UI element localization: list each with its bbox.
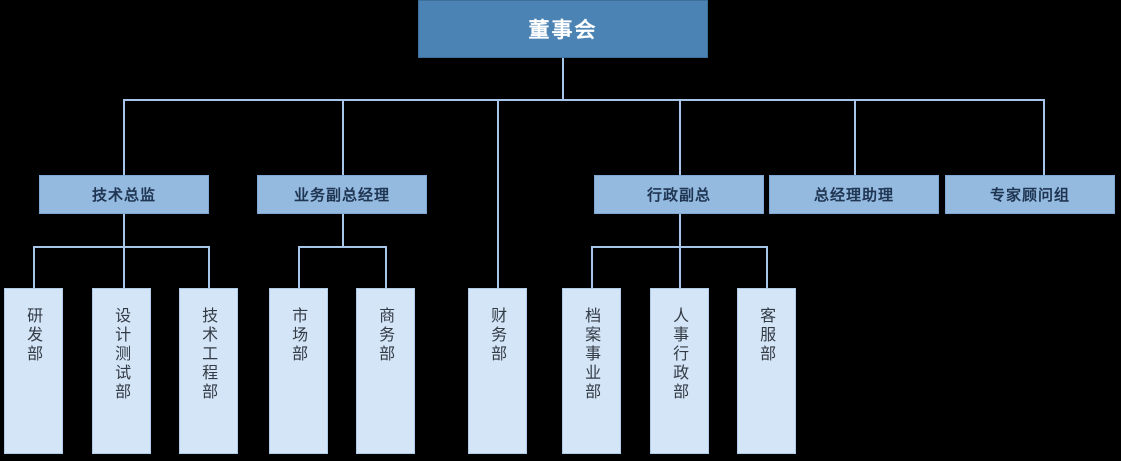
- connector-admin-bus-to-service-dept: [766, 246, 768, 288]
- node-board-of-directors[interactable]: 董事会: [418, 0, 708, 58]
- node-label: 市场部: [289, 307, 309, 364]
- connector-bus-to-business-vp: [342, 99, 344, 175]
- connector-tech-bus-to-rd-dept: [33, 246, 35, 288]
- connector-business-bus-to-commerce-dept: [385, 246, 387, 288]
- node-tech-director[interactable]: 技术总监: [39, 175, 209, 214]
- node-expert-group[interactable]: 专家顾问组: [945, 175, 1115, 214]
- node-label: 设计测试部: [112, 307, 132, 402]
- node-label: 技术总监: [91, 186, 156, 204]
- connector-bus-to-admin-vp: [679, 99, 681, 175]
- node-market-dept[interactable]: 市场部: [269, 288, 328, 454]
- node-admin-vp[interactable]: 行政副总: [594, 175, 764, 214]
- connector-admin-bus-to-archive-dept: [591, 246, 593, 288]
- node-archive-business-dept[interactable]: 档案事业部: [562, 288, 621, 454]
- node-hr-admin-dept[interactable]: 人事行政部: [650, 288, 709, 454]
- connector-admin-bus-to-hr-dept: [679, 246, 681, 288]
- node-finance-dept[interactable]: 财务部: [468, 288, 527, 454]
- node-label: 人事行政部: [670, 307, 690, 402]
- node-label: 业务副总经理: [293, 186, 390, 204]
- connector-business-vp-drop: [342, 214, 344, 247]
- node-label: 行政副总: [646, 186, 711, 204]
- node-label: 总经理助理: [813, 186, 894, 204]
- node-label: 档案事业部: [582, 307, 602, 402]
- node-label: 财务部: [488, 307, 508, 364]
- node-label: 董事会: [528, 18, 598, 42]
- connector-tech-director-drop: [123, 214, 125, 247]
- node-design-test-dept[interactable]: 设计测试部: [92, 288, 151, 454]
- node-label: 客服部: [757, 307, 777, 364]
- connector-bus-to-gm-assistant: [854, 99, 856, 175]
- connector-business-bus-to-market-dept: [298, 246, 300, 288]
- node-rd-dept[interactable]: 研发部: [4, 288, 63, 454]
- node-label: 研发部: [24, 307, 44, 364]
- connector-bus-to-finance-dept: [497, 99, 499, 288]
- connector-tech-bus-to-eng-dept: [208, 246, 210, 288]
- connector-tech-bus-to-design-test-dept: [123, 246, 125, 288]
- node-tech-engineering-dept[interactable]: 技术工程部: [179, 288, 238, 454]
- node-customer-service-dept[interactable]: 客服部: [737, 288, 796, 454]
- node-commerce-dept[interactable]: 商务部: [356, 288, 415, 454]
- node-label: 专家顾问组: [989, 186, 1070, 204]
- connector-top-bus: [123, 99, 1044, 101]
- connector-bus-to-tech-director: [123, 99, 125, 175]
- node-label: 商务部: [376, 307, 396, 364]
- node-business-vp[interactable]: 业务副总经理: [257, 175, 427, 214]
- connector-bus-to-expert-group: [1043, 99, 1045, 175]
- connector-tech-director-bus: [33, 246, 210, 248]
- node-label: 技术工程部: [199, 307, 219, 402]
- connector-root-drop: [562, 58, 564, 100]
- connector-admin-vp-drop: [679, 214, 681, 247]
- node-gm-assistant[interactable]: 总经理助理: [769, 175, 939, 214]
- connector-business-vp-bus: [298, 246, 386, 248]
